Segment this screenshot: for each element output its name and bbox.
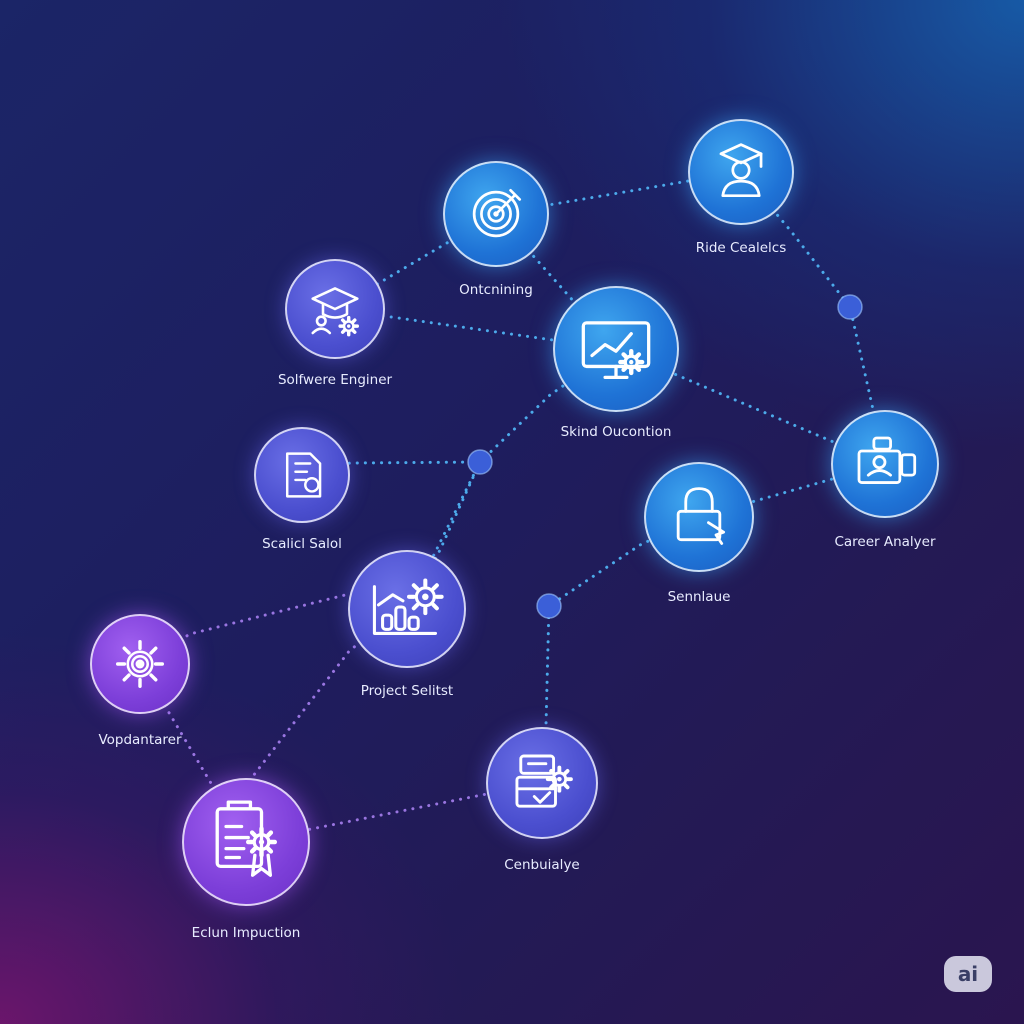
node-label: Solfwere Enginer bbox=[277, 372, 393, 388]
node-circle[interactable] bbox=[348, 550, 466, 668]
node-circle[interactable] bbox=[831, 410, 939, 518]
node-label: Skind Oucontion bbox=[560, 424, 672, 440]
node-label: Ontcnining bbox=[459, 282, 533, 298]
id-card-icon bbox=[857, 436, 917, 484]
node-label: Eclun Impuction bbox=[191, 925, 301, 941]
edge-onboarding-skind-oucontion bbox=[494, 212, 618, 351]
node-circle[interactable] bbox=[90, 614, 190, 714]
chart-gear-dollar-icon bbox=[372, 578, 444, 635]
certificate-icon bbox=[215, 800, 277, 877]
node-label: Project Selitst bbox=[360, 683, 454, 699]
lock-cursor-icon bbox=[676, 487, 726, 545]
node-circle[interactable] bbox=[553, 286, 679, 412]
tag-document-icon bbox=[285, 452, 322, 498]
graduation-cap-gear-icon bbox=[311, 287, 359, 337]
ai-badge: ai bbox=[944, 956, 992, 992]
node-label: Scalicl Salol bbox=[262, 536, 342, 552]
graduate-icon bbox=[719, 143, 763, 198]
node-circle[interactable] bbox=[688, 119, 794, 225]
node-label: Career Analyer bbox=[834, 534, 936, 550]
target-wrench-icon bbox=[472, 188, 522, 238]
node-circle[interactable] bbox=[486, 727, 598, 839]
junction-dot bbox=[467, 449, 493, 475]
junction-dot bbox=[837, 294, 863, 320]
node-circle[interactable] bbox=[285, 259, 385, 359]
node-label: Sennlaue bbox=[667, 589, 731, 605]
node-circle[interactable] bbox=[644, 462, 754, 572]
gear-target-icon bbox=[116, 640, 164, 688]
node-label: Cenbuialye bbox=[504, 857, 580, 873]
junction-dot bbox=[536, 593, 562, 619]
monitor-chart-icon bbox=[581, 321, 651, 379]
node-label: Vopdantarer bbox=[98, 732, 182, 748]
node-label: Ride Cealelcs bbox=[695, 240, 787, 256]
node-circle[interactable] bbox=[254, 427, 350, 523]
node-circle[interactable] bbox=[443, 161, 549, 267]
node-circle[interactable] bbox=[182, 778, 310, 906]
folder-gear-icon bbox=[515, 754, 573, 808]
